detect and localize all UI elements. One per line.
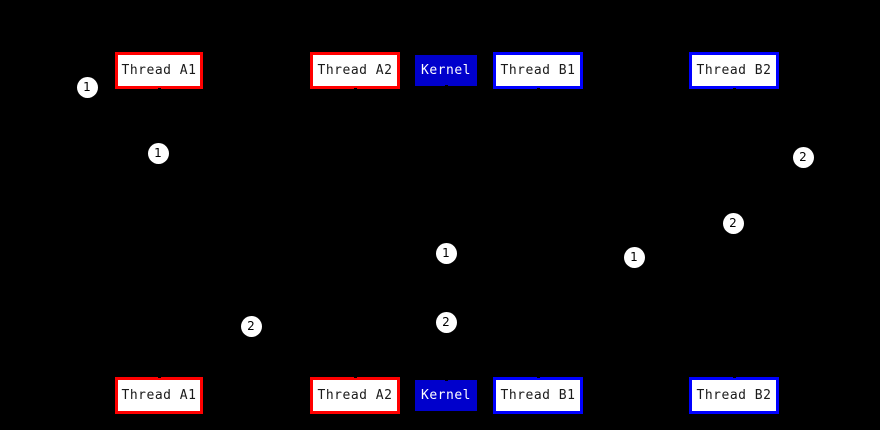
lifeline-thread-a1	[159, 89, 160, 377]
lifeline-notch-thread-a2-bottom	[354, 374, 357, 378]
sequence-number-badge: 2	[722, 212, 744, 234]
lifeline-notch-thread-a1-bottom	[158, 374, 161, 378]
lifeline-notch-thread-a2-top	[354, 88, 357, 92]
message-arrow-msg-3	[734, 157, 820, 158]
lifeline-kernel	[446, 86, 447, 380]
participant-kernel-top[interactable]: Kernel	[415, 55, 477, 86]
participant-label: Thread B2	[696, 63, 772, 78]
participant-thread-b1-top[interactable]: Thread B1	[493, 52, 583, 89]
sequence-number-badge: 1	[623, 246, 645, 268]
sequence-number-badge: 1	[76, 76, 98, 98]
lifeline-notch-thread-b1-top	[537, 88, 540, 92]
participant-thread-b2-top[interactable]: Thread B2	[689, 52, 779, 89]
participant-label: Kernel	[421, 388, 471, 403]
lifeline-thread-a2	[355, 89, 356, 377]
sequence-number-badge: 1	[435, 242, 457, 264]
sequence-number-badge: 2	[435, 311, 457, 333]
participant-thread-a2-top[interactable]: Thread A2	[310, 52, 400, 89]
participant-thread-b2-bottom[interactable]: Thread B2	[689, 377, 779, 414]
participant-thread-a2-bottom[interactable]: Thread A2	[310, 377, 400, 414]
sequence-number-badge: 1	[147, 142, 169, 164]
sequence-number-badge: 2	[792, 146, 814, 168]
message-arrow-msg-5	[355, 253, 446, 254]
lifeline-notch-thread-b2-bottom	[733, 374, 736, 378]
participant-label: Thread B1	[500, 63, 576, 78]
participant-label: Thread A1	[121, 388, 197, 403]
participant-label: Thread B1	[500, 388, 576, 403]
participant-label: Thread A2	[317, 63, 393, 78]
lifeline-notch-kernel-top	[445, 85, 448, 89]
participant-label: Thread A2	[317, 388, 393, 403]
message-arrow-msg-2	[159, 153, 355, 154]
participant-thread-a1-top[interactable]: Thread A1	[115, 52, 203, 89]
lifeline-notch-thread-b1-bottom	[537, 374, 540, 378]
sequence-number-badge: 2	[240, 315, 262, 337]
participant-thread-a1-bottom[interactable]: Thread A1	[115, 377, 203, 414]
participant-label: Kernel	[421, 63, 471, 78]
participant-kernel-bottom[interactable]: Kernel	[415, 380, 477, 411]
participant-label: Thread B2	[696, 388, 772, 403]
lifeline-thread-b1	[538, 89, 539, 377]
participant-label: Thread A1	[121, 63, 197, 78]
lifeline-notch-kernel-bottom	[445, 377, 448, 381]
message-arrow-msg-4	[538, 223, 734, 224]
lifeline-notch-thread-b2-top	[733, 88, 736, 92]
participant-thread-b1-bottom[interactable]: Thread B1	[493, 377, 583, 414]
message-arrow-msg-8	[446, 322, 538, 323]
message-arrow-msg-1	[70, 87, 159, 88]
lifeline-notch-thread-a1-top	[158, 88, 161, 92]
